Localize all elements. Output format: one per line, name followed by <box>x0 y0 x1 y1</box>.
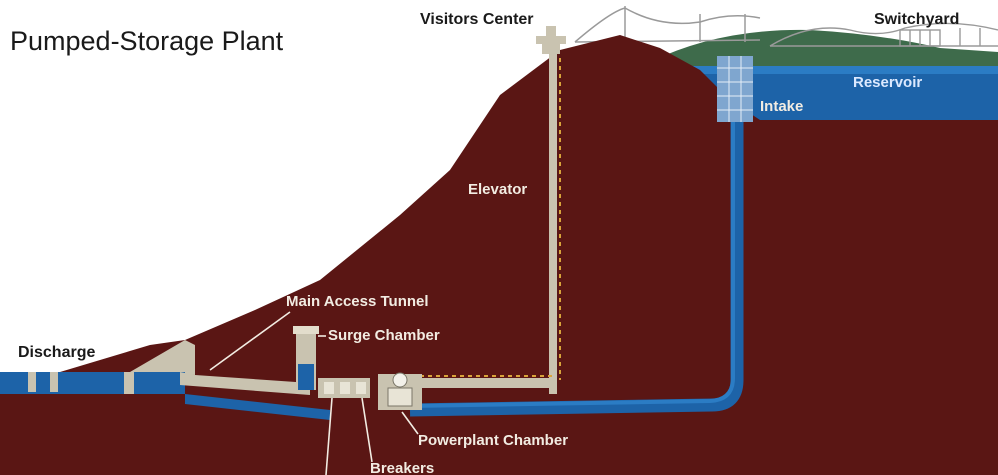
distant-hill <box>650 29 998 72</box>
elevator-base <box>400 378 557 388</box>
label-switchyard: Switchyard <box>874 11 960 28</box>
earth-mass <box>0 35 998 475</box>
breaker-3 <box>356 382 366 394</box>
penstock-highlight <box>409 118 735 408</box>
label-discharge: Discharge <box>18 344 96 361</box>
surge-water <box>298 364 314 390</box>
discharge-gate-1 <box>28 372 36 392</box>
approach-ramp <box>130 340 195 375</box>
label-elevator: Elevator <box>468 181 528 198</box>
intake-grid <box>717 56 753 122</box>
elevator-shaft <box>549 54 557 394</box>
intake-tower <box>717 56 753 122</box>
breaker-2 <box>340 382 350 394</box>
label-main-access-tunnel: Main Access Tunnel <box>286 293 429 310</box>
breaker-1 <box>324 382 334 394</box>
turbine <box>387 387 413 407</box>
penstock-tunnel <box>409 118 744 417</box>
label-powerplant-chamber: Powerplant Chamber <box>418 432 569 449</box>
discharge-water <box>0 372 185 394</box>
discharge-gate-3 <box>124 372 134 394</box>
reservoir-surface <box>690 66 998 74</box>
diagram-title: Pumped-Storage Plant <box>10 26 284 56</box>
label-intake: Intake <box>760 98 804 115</box>
visitors-center-building <box>536 26 566 54</box>
tailrace-tunnel <box>185 394 330 420</box>
surge-chamber-cap <box>293 326 319 334</box>
label-surge-chamber: Surge Chamber <box>328 327 440 344</box>
label-breakers: Breakers <box>370 460 435 475</box>
leader-lines <box>209 311 419 475</box>
discharge-gate-2 <box>50 372 58 392</box>
main-access-tunnel <box>180 372 310 395</box>
generator-icon <box>392 372 408 388</box>
label-visitors-center: Visitors Center <box>420 11 534 28</box>
label-reservoir: Reservoir <box>853 74 923 91</box>
switchyard-towers-icon <box>769 22 998 47</box>
